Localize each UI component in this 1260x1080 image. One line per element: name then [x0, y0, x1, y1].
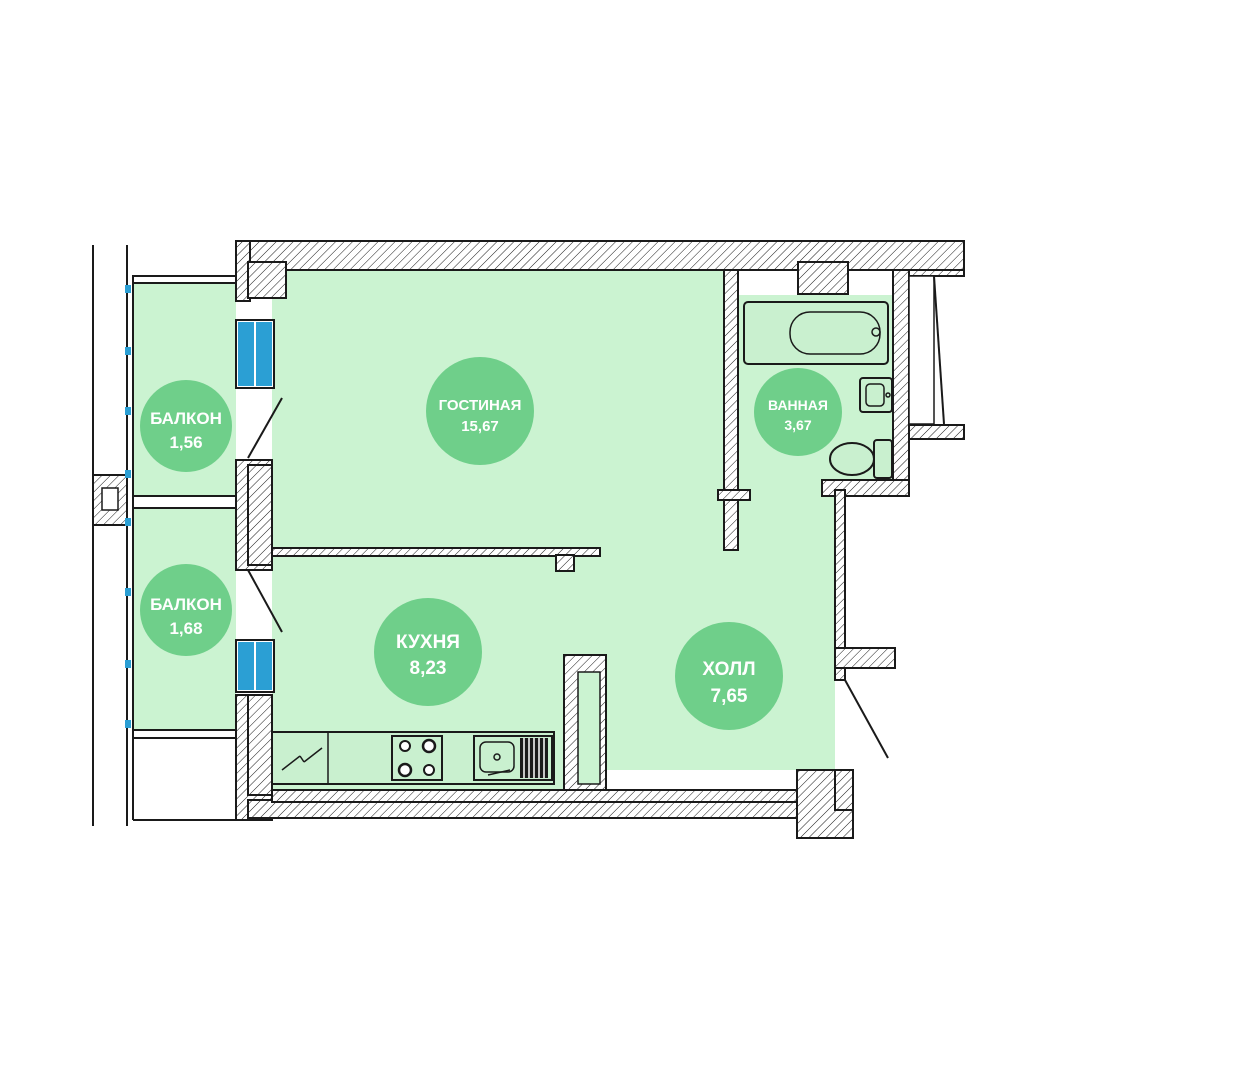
room-area: 8,23 — [410, 658, 447, 679]
room-name: ГОСТИНАЯ — [439, 397, 522, 414]
room-name: ХОЛЛ — [702, 659, 755, 680]
room-label-bathroom: ВАННАЯ 3,67 — [754, 368, 842, 456]
room-area: 7,65 — [711, 686, 748, 707]
bathtub-icon — [743, 301, 889, 365]
kitchen-sink-icon — [473, 735, 553, 781]
doors — [247, 397, 889, 759]
balcony-rails — [133, 275, 236, 821]
room-name: БАЛКОН — [150, 409, 222, 428]
room-area: 3,67 — [784, 417, 811, 433]
room-label-living: ГОСТИНАЯ 15,67 — [426, 357, 534, 465]
kitchen-counter — [271, 731, 555, 785]
stove-icon — [391, 735, 443, 781]
room-label-balcony-bottom: БАЛКОН 1,68 — [140, 564, 232, 656]
room-label-hall: ХОЛЛ 7,65 — [675, 622, 783, 730]
room-area: 1,68 — [169, 619, 202, 638]
windows — [235, 319, 275, 693]
toilet-icon — [829, 439, 893, 479]
facade-lines — [92, 245, 134, 826]
room-name: БАЛКОН — [150, 595, 222, 614]
walls — [235, 240, 965, 839]
room-label-kitchen: КУХНЯ 8,23 — [374, 598, 482, 706]
bath-sink-icon — [859, 377, 893, 413]
room-area: 15,67 — [461, 418, 499, 435]
room-name: КУХНЯ — [396, 632, 460, 653]
room-area: 1,56 — [169, 433, 202, 452]
balcony-glazing — [125, 285, 131, 728]
room-name: ВАННАЯ — [768, 397, 828, 413]
room-label-balcony-top: БАЛКОН 1,56 — [140, 380, 232, 472]
